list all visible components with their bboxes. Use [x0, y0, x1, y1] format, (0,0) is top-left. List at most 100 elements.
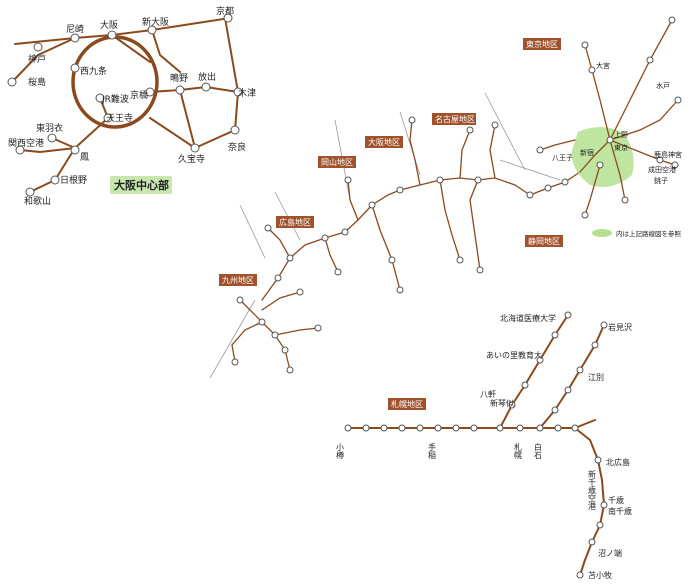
label-tennoji: 天王寺: [106, 113, 133, 124]
track-osaka-branch: [111, 34, 151, 63]
sapporo-label-ainosato: あいの里教育大: [486, 350, 542, 360]
sapporo-label-minami-chitose: 南千歳: [608, 506, 632, 516]
sapporo-label-chitose: 千歳: [608, 495, 624, 505]
tokyo-label-omiya: 大宮: [596, 61, 610, 70]
track-shizuoka-main: [529, 171, 581, 196]
label-shigino: 鴫野: [170, 72, 188, 84]
station-shin-osaka[interactable]: [147, 25, 157, 35]
sapporo-label-iwamizawa: 岩見沢: [608, 322, 632, 332]
label-osaka: 大阪: [100, 19, 118, 31]
tokyo-legend-swatch: [592, 229, 612, 237]
sapporo-stations: [344, 311, 608, 579]
station-kyobashi[interactable]: [145, 87, 155, 97]
label-jr-namba: JR難波: [101, 93, 129, 105]
tokyo-center-zone: [571, 127, 634, 188]
track-okayama-main: [344, 189, 401, 233]
sapporo-label-shinkotoni: 新琴似: [490, 398, 514, 408]
sapporo-label-hokkaido-iryo: 北海道医療大学: [500, 313, 556, 323]
track-kyobashi-kizu: [149, 86, 239, 93]
tokyo-area: 東京 上野 大宮 新宿 八王子 鹿島神宮 成田空港 銚子 水戸 内は上記路線図を…: [536, 16, 682, 238]
track-okayama-south: [371, 204, 401, 291]
sapporo-label-otaru: 小樽: [336, 443, 345, 460]
label-kobe: 神戸: [28, 53, 46, 65]
station-sakurajima[interactable]: [7, 77, 17, 87]
station-kobe[interactable]: [33, 42, 43, 52]
station-kizu[interactable]: [233, 87, 243, 97]
region-box-shizuoka: [525, 235, 563, 247]
region-box-sapporo: [388, 398, 426, 410]
region-box-nagoya: [432, 113, 476, 125]
tokyo-label-kashima-jingu: 鹿島神宮: [654, 150, 682, 159]
track-kizu-kyoto: [224, 17, 239, 93]
station-hineno[interactable]: [50, 175, 60, 185]
tokyo-label-shinjuku: 新宿: [580, 148, 594, 157]
tokyo-label-tokyo: 東京: [614, 143, 628, 152]
track-kyushu-west: [231, 321, 263, 363]
region-box-okayama: [318, 156, 356, 168]
station-higashi-hagoromo[interactable]: [47, 133, 57, 143]
track-kansai-airport: [19, 147, 76, 153]
sapporo-label-sapporo: 札幌: [514, 442, 523, 460]
osaka-center-inset: 京都 尼崎 大阪 新大阪 神戸 桜島 西九条 JR難波 京橋 鴫野 放出 木津 …: [7, 5, 256, 207]
station-wakayama[interactable]: [25, 187, 35, 197]
region-label-shizuoka: 静岡地区: [528, 236, 560, 246]
sapporo-label-teine: 手稲: [428, 442, 437, 460]
region-boxes: 東京地区 名古屋地区 大阪地区 岡山地区 広島地区 九州地区 静岡地区 札幌地区: [219, 38, 563, 410]
tokyo-label-hachioji: 八王子: [552, 154, 573, 162]
tokyo-legend-text: 内は上記路線図を参照: [616, 229, 682, 238]
track-tokyo-sw: [584, 164, 601, 216]
station-hanaten[interactable]: [201, 82, 211, 92]
track-hanwa: [29, 117, 109, 193]
track-kyushu-north: [261, 291, 301, 311]
track-kobe-sakurajima: [11, 37, 76, 83]
station-tennoji[interactable]: [103, 113, 113, 123]
region-label-sapporo: 札幌地区: [391, 399, 423, 409]
track-osaka-ne: [459, 129, 471, 179]
label-kyobashi: 京橋: [130, 89, 148, 101]
station-osaka[interactable]: [107, 30, 117, 40]
sapporo-area: 小樽 手稲 札幌 白石 八軒 新琴似 あいの里教育大 北海道医療大学 岩見沢 江…: [336, 311, 632, 580]
track-tokyo-nw: [584, 44, 611, 141]
label-kyoto: 京都: [216, 5, 234, 17]
station-otori[interactable]: [70, 145, 80, 155]
tokyo-label-narita-airport: 成田空港: [648, 165, 676, 174]
track-nagoya-main: [477, 177, 531, 196]
station-kyoto[interactable]: [223, 13, 233, 23]
station-kyuhoji[interactable]: [190, 143, 200, 153]
track-tokyo-north: [579, 19, 673, 173]
track-kyuhoji: [149, 89, 196, 149]
track-tokyo-ne: [609, 99, 679, 141]
region-dividers: [209, 92, 561, 379]
station-amagasaki[interactable]: [70, 33, 80, 43]
track-kyushu-main: [239, 299, 291, 371]
track-tokyo-south: [609, 139, 626, 201]
sapporo-label-hassamu: 八軒: [480, 390, 496, 399]
track-gakuentoshi-line: [499, 314, 569, 429]
label-hanaten: 放出: [198, 71, 216, 83]
track-nagoya-south: [469, 179, 481, 271]
sapporo-label-tomakomai: 苫小牧: [588, 570, 612, 580]
station-nara[interactable]: [230, 125, 240, 135]
track-tokyo-west: [539, 139, 576, 151]
label-hineno: 日根野: [60, 174, 87, 186]
region-box-kyushu: [219, 274, 257, 286]
track-nagoya-north: [489, 124, 496, 179]
track-nara: [194, 91, 239, 149]
track-kobe-kyoto: [14, 17, 231, 45]
label-wakayama: 和歌山: [24, 195, 51, 207]
station-shigino[interactable]: [175, 85, 185, 95]
station-nishikujo[interactable]: [70, 63, 80, 73]
region-box-osaka: [365, 136, 403, 148]
region-label-hiroshima: 広島地区: [279, 217, 311, 227]
tokyo-label-mito: 水戸: [656, 81, 670, 90]
station-jr-namba[interactable]: [95, 93, 105, 103]
track-osaka-south: [439, 179, 461, 261]
station-kansai-airport[interactable]: [15, 145, 25, 155]
label-sakurajima: 桜島: [28, 76, 46, 88]
label-kyuhoji: 久宝寺: [178, 153, 205, 165]
osaka-center-label-bg: [110, 176, 172, 194]
label-nishikujo: 西九条: [80, 65, 107, 77]
region-label-tokyo: 東京地区: [526, 39, 558, 49]
label-kizu: 木津: [238, 87, 256, 99]
